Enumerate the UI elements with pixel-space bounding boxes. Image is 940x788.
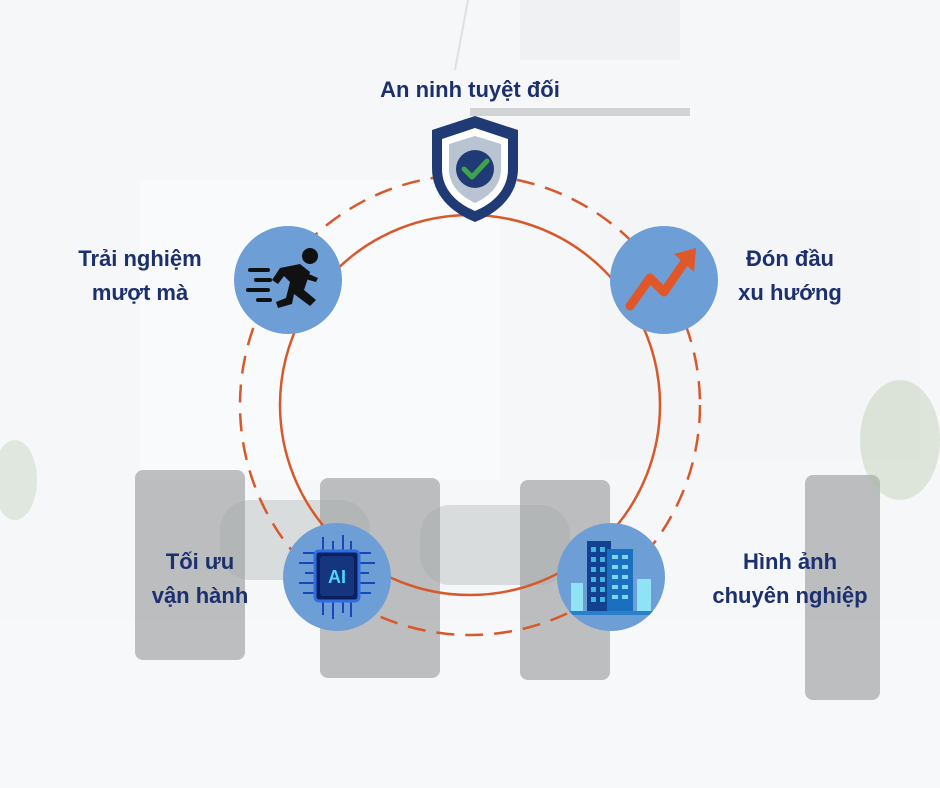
feature-label-smooth-experience: Trải nghiệm mượt mà (78, 246, 202, 305)
trend-up-arrow-icon (625, 248, 696, 311)
running-person-icon (246, 248, 318, 308)
ai-chip-label: AI (328, 567, 346, 587)
feature-label-professional-image: Hình ảnh chuyên nghiệp (712, 549, 868, 608)
office-buildings-circle (557, 523, 665, 631)
running-person-circle (234, 226, 342, 334)
office-buildings-icon (567, 541, 655, 615)
feature-label-security: An ninh tuyệt đối (380, 77, 560, 102)
ai-chip-icon: AI (299, 535, 375, 619)
feature-label-operations: Tối ưu vận hành (151, 549, 249, 608)
ai-chip-circle: AI (283, 523, 391, 631)
trend-arrow-circle (610, 226, 718, 334)
feature-label-trend: Đón đầu xu hướng (738, 246, 842, 305)
shield-check-icon (432, 116, 518, 222)
